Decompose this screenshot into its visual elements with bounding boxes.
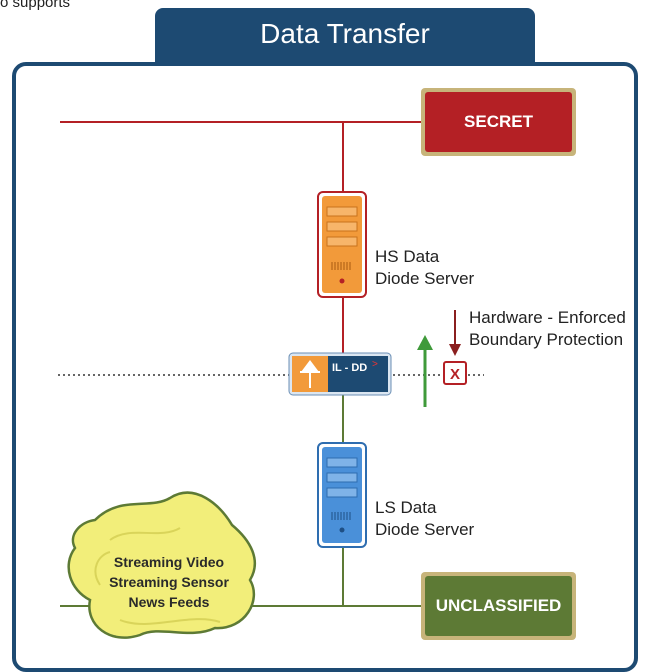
ls-server-icon [317, 442, 367, 548]
top-text: o supports [0, 0, 71, 11]
ls-server-label-line-2: Diode Server [375, 520, 475, 539]
diode-label: IL - DD [332, 362, 368, 374]
hs-server-label-line-2: Diode Server [375, 269, 475, 288]
boundary-label-line-2: Boundary Protection [469, 330, 624, 349]
secret-label: SECRET [425, 92, 572, 152]
diode-device-icon: > [288, 352, 392, 396]
unclassified-label: UNCLASSIFIED [425, 576, 572, 636]
boundary-label: Hardware - Enforced Boundary Protection [469, 307, 626, 351]
hs-server-label-line-1: HS Data [375, 247, 440, 266]
svg-text:>: > [372, 359, 378, 370]
allowed-flow-arrow [417, 335, 433, 407]
unclassified-network-box: UNCLASSIFIED [421, 572, 576, 640]
blocked-mark: X [450, 366, 460, 383]
boundary-label-line-1: Hardware - Enforced [469, 308, 626, 327]
diagram-title: Data Transfer [155, 8, 535, 64]
hs-server-label: HS Data Diode Server [375, 246, 474, 290]
hs-server-icon [317, 191, 367, 298]
feed-item: News Feeds [128, 594, 210, 610]
ls-server-label-line-1: LS Data [375, 498, 437, 517]
feed-blob-shape [67, 491, 256, 639]
feed-item: Streaming Video [113, 554, 225, 570]
blocked-mark-box [443, 361, 467, 385]
feed-blob-text: Streaming Video Streaming Sensor News Fe… [84, 552, 254, 612]
ls-server-label: LS Data Diode Server [375, 497, 474, 541]
feed-item: Streaming Sensor [109, 574, 229, 590]
secret-network-box: SECRET [421, 88, 576, 156]
blocked-flow-arrow [449, 310, 461, 356]
